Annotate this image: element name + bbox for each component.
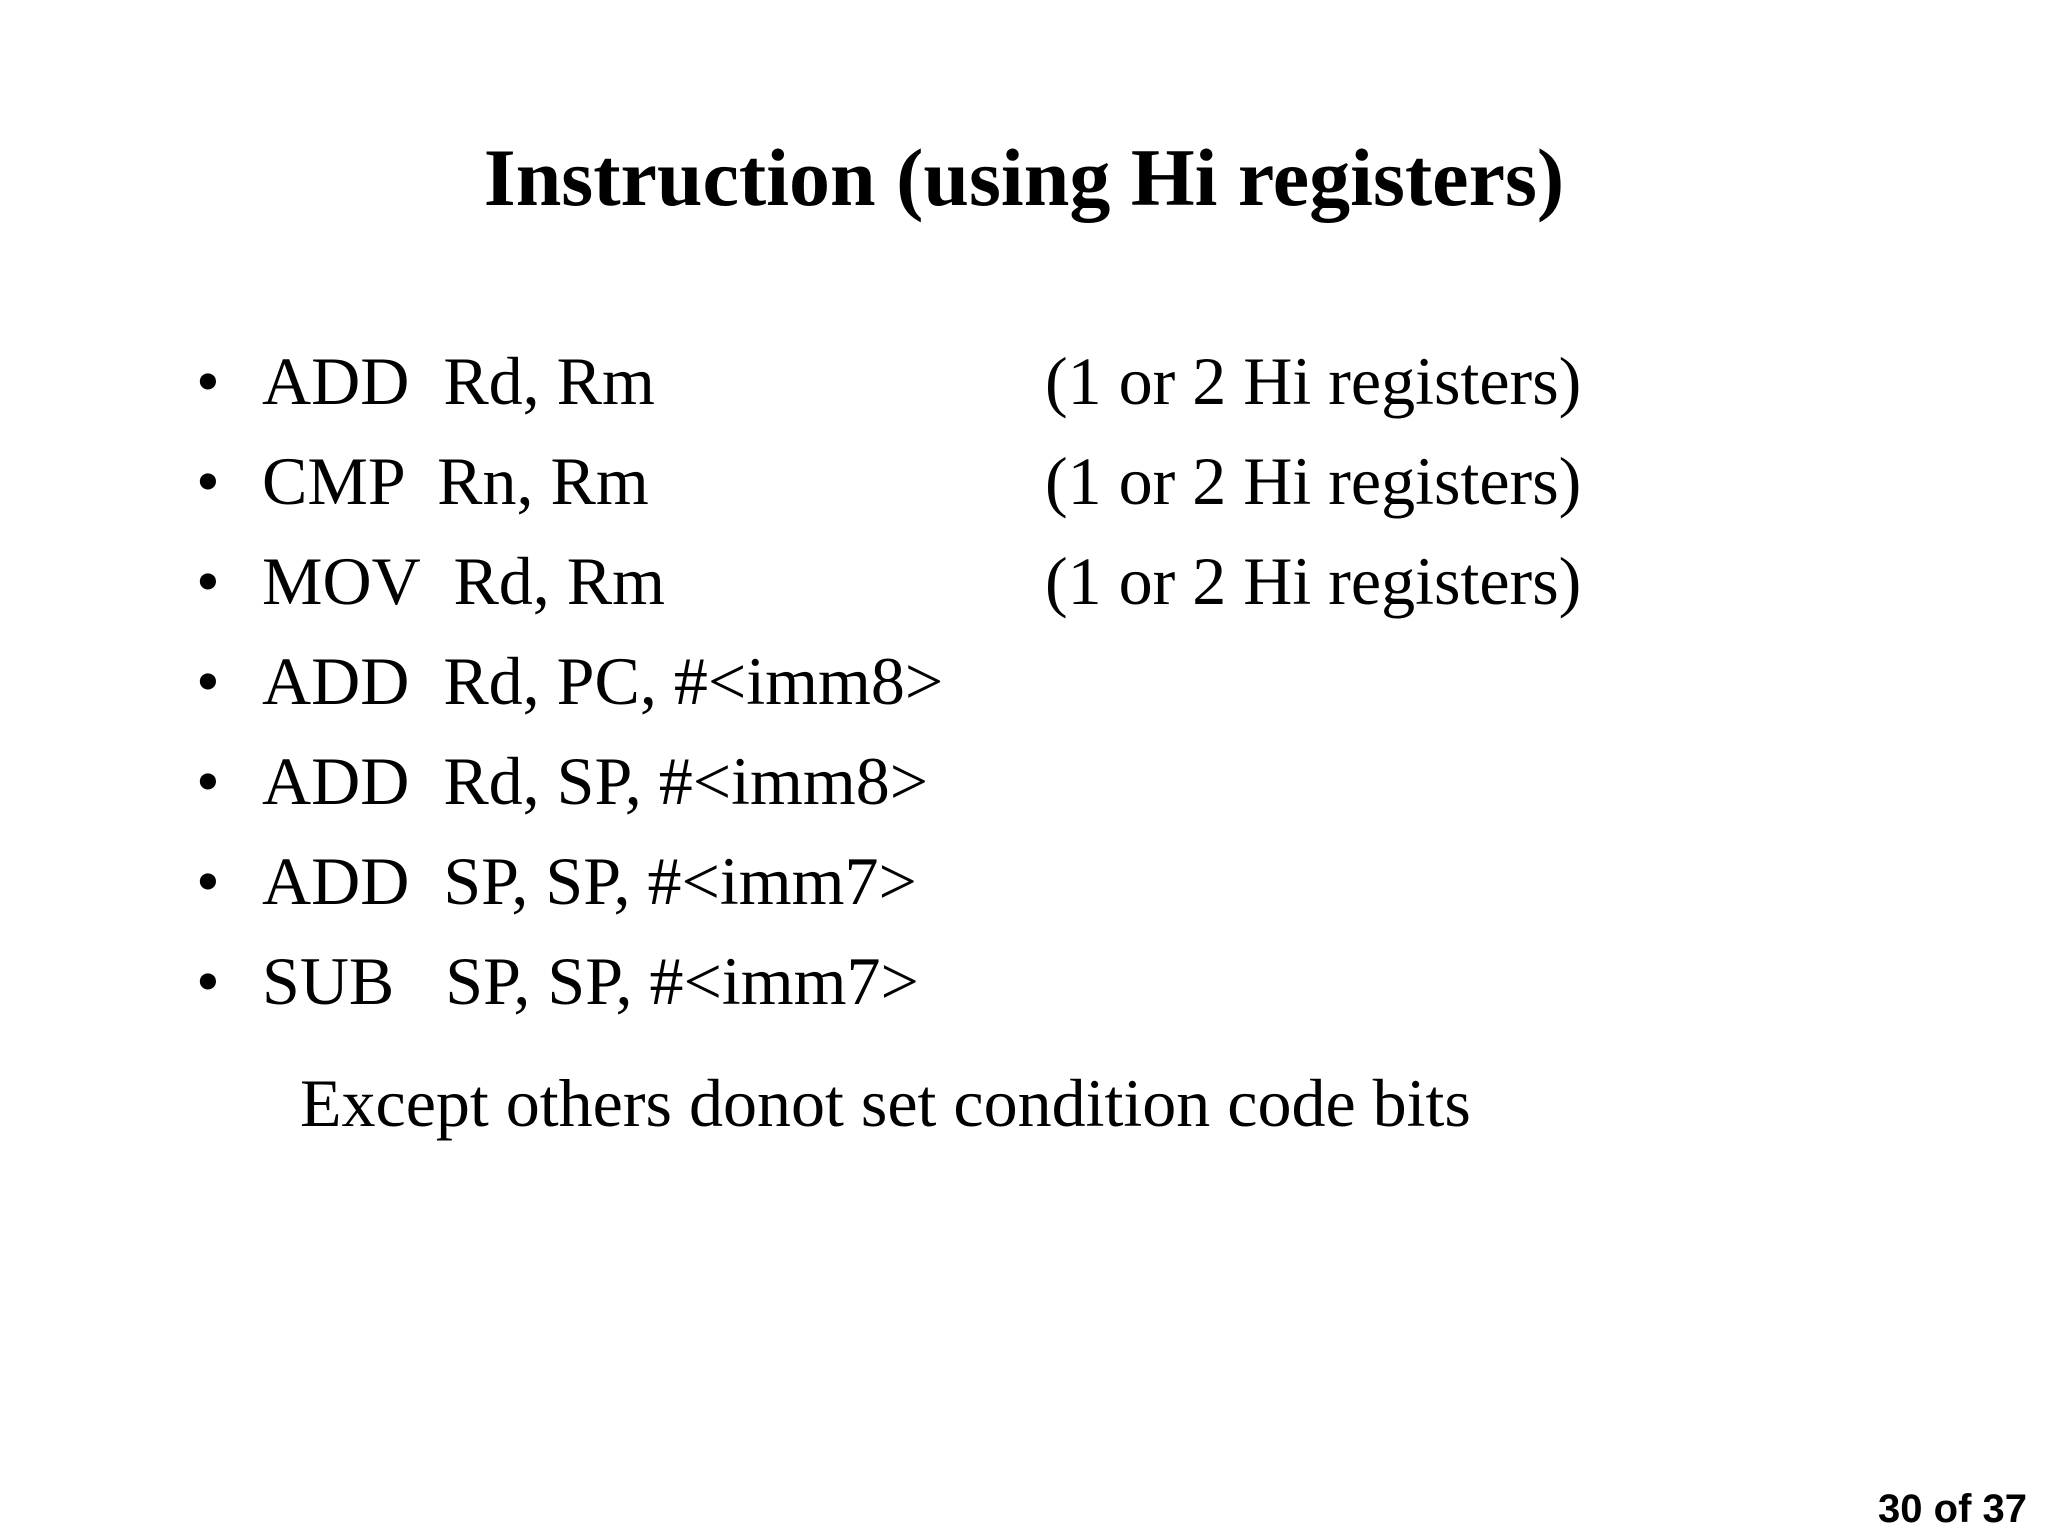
- list-item: • ADD SP, SP, #<imm7>: [196, 831, 1896, 931]
- list-item: • CMP Rn, Rm (1 or 2 Hi registers): [196, 431, 1896, 531]
- instruction-text: ADD SP, SP, #<imm7>: [262, 843, 917, 919]
- list-item: • ADD Rd, Rm (1 or 2 Hi registers): [196, 331, 1896, 431]
- bullet-icon: •: [196, 643, 220, 719]
- bullet-icon: •: [196, 443, 220, 519]
- list-item: • ADD Rd, PC, #<imm8>: [196, 631, 1896, 731]
- page-number: 30 of 37: [1878, 1487, 2027, 1531]
- bullet-icon: •: [196, 343, 220, 419]
- instruction-text: CMP Rn, Rm: [262, 443, 649, 519]
- instruction-text: ADD Rd, PC, #<imm8>: [262, 643, 944, 719]
- instruction-note: (1 or 2 Hi registers): [1045, 343, 1582, 419]
- instruction-note: (1 or 2 Hi registers): [1045, 543, 1582, 619]
- footnote-text: Except others donot set condition code b…: [300, 1065, 1471, 1141]
- list-item: • MOV Rd, Rm (1 or 2 Hi registers): [196, 531, 1896, 631]
- bullet-list: • ADD Rd, Rm (1 or 2 Hi registers) • CMP…: [196, 331, 1896, 1031]
- instruction-text: MOV Rd, Rm: [262, 543, 666, 619]
- bullet-icon: •: [196, 743, 220, 819]
- bullet-icon: •: [196, 943, 220, 1019]
- bullet-icon: •: [196, 843, 220, 919]
- list-item: • ADD Rd, SP, #<imm8>: [196, 731, 1896, 831]
- instruction-text: ADD Rd, SP, #<imm8>: [262, 743, 929, 819]
- bullet-icon: •: [196, 543, 220, 619]
- instruction-text: ADD Rd, Rm: [262, 343, 655, 419]
- list-item: • SUB SP, SP, #<imm7>: [196, 931, 1896, 1031]
- slide-title: Instruction (using Hi registers): [483, 132, 1565, 223]
- instruction-note: (1 or 2 Hi registers): [1045, 443, 1582, 519]
- instruction-text: SUB SP, SP, #<imm7>: [262, 943, 919, 1019]
